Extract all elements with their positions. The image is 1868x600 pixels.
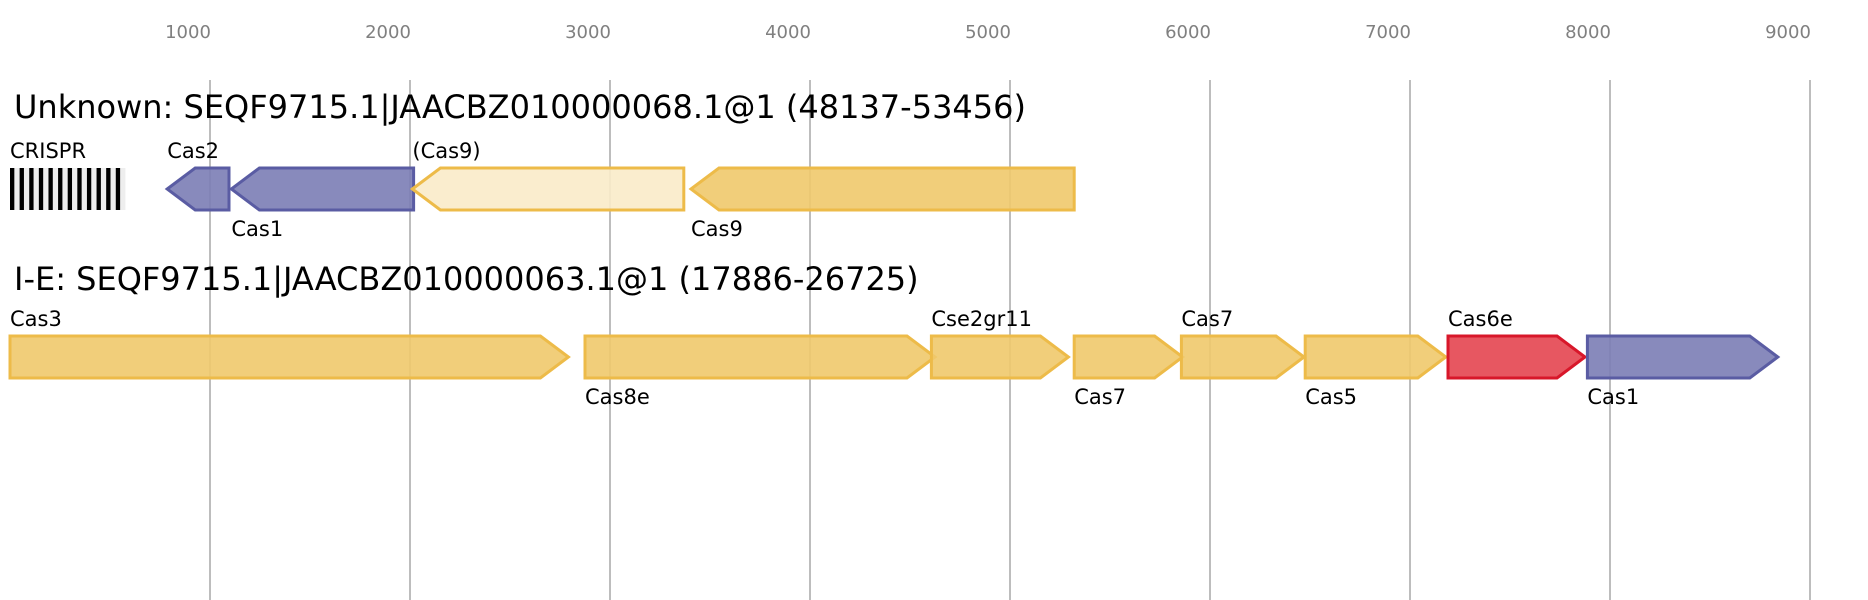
gene-arrow-cse2gr11 <box>929 334 1071 380</box>
gene-arrow-cas2 <box>164 166 231 212</box>
crispr-repeat <box>19 168 24 210</box>
gene-arrow-cas7 <box>1179 334 1307 380</box>
gene-label: Cas7 <box>1074 385 1126 409</box>
gene-arrow-cas1 <box>228 166 416 212</box>
track-title-unknown: Unknown: SEQF9715.1|JAACBZ010000068.1@1 … <box>14 88 1026 126</box>
crispr-repeat <box>96 168 101 210</box>
gene-label: (Cas9) <box>412 139 480 163</box>
gene-label: Cse2gr11 <box>931 307 1032 331</box>
crispr-repeat <box>67 168 73 210</box>
gene-label: Cas1 <box>1587 385 1639 409</box>
gene-arrow-cas1 <box>1585 334 1781 380</box>
gene-arrow-cas5 <box>1303 334 1449 380</box>
gene-arrow-cas9 <box>409 166 686 212</box>
gene-arrow-cas3 <box>8 334 571 380</box>
crispr-repeat <box>58 168 63 210</box>
gene-label: Cas3 <box>10 307 62 331</box>
gene-arrow-cas8e <box>583 334 938 380</box>
gene-label: Cas9 <box>691 217 743 241</box>
crispr-repeat <box>115 168 121 210</box>
gene-label: Cas2 <box>167 139 219 163</box>
tick-label: 4000 <box>765 22 811 43</box>
gene-label: Cas8e <box>585 385 650 409</box>
gene-label: Cas6e <box>1448 307 1513 331</box>
gene-arrow-cas7 <box>1072 334 1186 380</box>
crispr-repeat <box>106 168 111 210</box>
tick-label: 9000 <box>1765 22 1811 43</box>
crispr-repeat <box>86 168 92 210</box>
tick-label: 6000 <box>1165 22 1211 43</box>
tick-label: 5000 <box>965 22 1011 43</box>
track-title-ie: I-E: SEQF9715.1|JAACBZ010000063.1@1 (178… <box>14 260 919 298</box>
gene-arrow-cas6e <box>1446 334 1588 380</box>
tick-label: 1000 <box>165 22 211 43</box>
tick-label: 3000 <box>565 22 611 43</box>
tick-label: 7000 <box>1365 22 1411 43</box>
crispr-repeat <box>10 168 15 210</box>
crispr-repeat <box>38 168 44 210</box>
gene-arrow-cas9 <box>688 166 1076 212</box>
crispr-label: CRISPR <box>10 139 86 163</box>
gene-label: Cas7 <box>1181 307 1233 331</box>
gene-label: Cas5 <box>1305 385 1357 409</box>
tick-label: 8000 <box>1565 22 1611 43</box>
crispr-repeat <box>48 168 53 210</box>
crispr-repeat <box>77 168 82 210</box>
gene-label: Cas1 <box>231 217 283 241</box>
tick-label: 2000 <box>365 22 411 43</box>
crispr-repeat <box>29 168 34 210</box>
